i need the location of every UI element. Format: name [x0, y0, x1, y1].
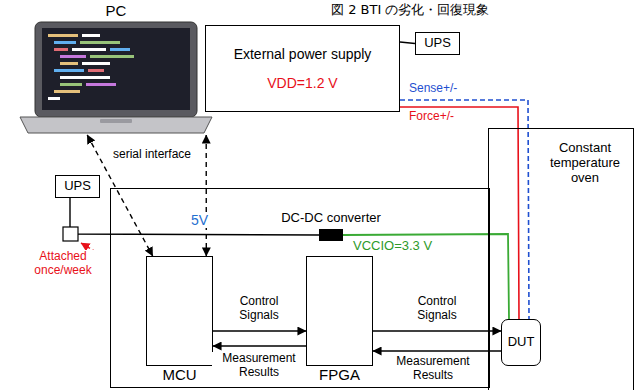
edge-label: VCCIO=3.3 V [352, 239, 433, 254]
edge-label: Control Signals [400, 295, 474, 323]
laptop-illustration [20, 22, 212, 133]
node-text: MCU [162, 366, 196, 383]
connector [400, 100, 529, 319]
node-text: UPS [64, 179, 91, 194]
connector [205, 135, 207, 256]
node-text: UPS [424, 36, 451, 51]
dut-box: DUT [501, 319, 541, 366]
node-text: PC [106, 2, 127, 19]
edge-label: Measurement Results [212, 352, 306, 380]
edge-label: Measurement Results [386, 355, 480, 383]
node-text: VDD=1.2 V [267, 75, 337, 91]
connector [373, 330, 501, 331]
edge-label: 5V [190, 212, 209, 228]
dc-dc-converter: DC-DC converter [319, 229, 343, 241]
node-text: DUT [508, 335, 535, 350]
connector [400, 107, 519, 319]
node-text: Constant temperature oven [539, 141, 631, 186]
connector [213, 330, 306, 331]
node-text: External power supply [234, 46, 372, 62]
fpga-box: FPGA [306, 256, 373, 366]
edge-label: Sense+/- [408, 82, 458, 96]
edge-label: Force+/- [408, 110, 455, 124]
figure-title: 図 2 BTI の劣化・回復現象 [330, 3, 490, 18]
laptop-node: PC [20, 22, 212, 135]
ups-box: UPS [415, 32, 460, 55]
connector [400, 42, 415, 44]
ups-box: UPS [55, 175, 100, 198]
node-text: FPGA [319, 366, 360, 383]
oven-box: Constant temperature ovenDUT [488, 128, 634, 390]
connector [213, 345, 306, 346]
node-text: DC-DC converter [281, 211, 381, 226]
connector [373, 350, 501, 351]
note-label: Attached once/week [26, 250, 100, 278]
interface-label: serial interface [112, 148, 192, 162]
mcu-box: MCU [146, 256, 213, 366]
edge-label: Control Signals [222, 295, 296, 323]
power-plug [63, 227, 78, 241]
power-supply-box: External power supplyVDD=1.2 V [205, 25, 400, 112]
